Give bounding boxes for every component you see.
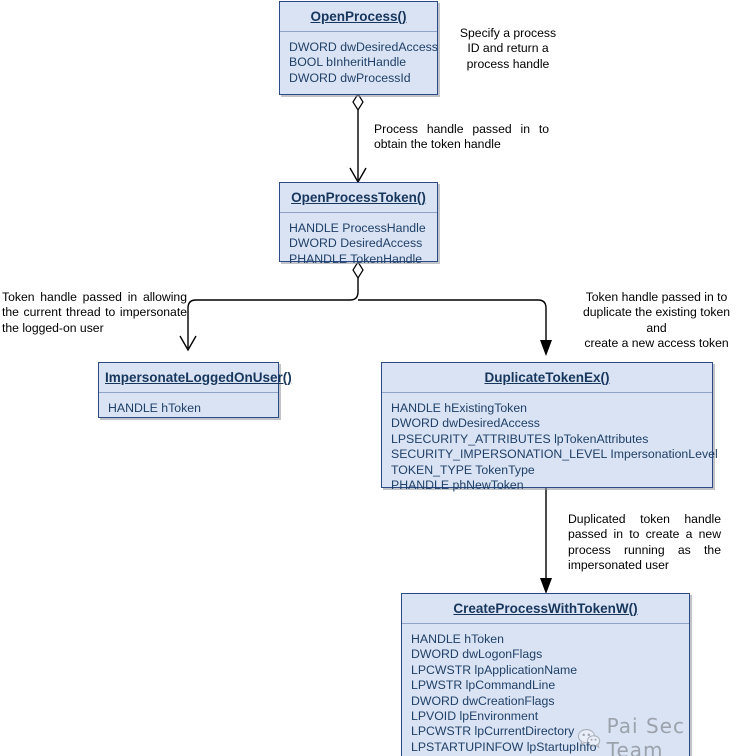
note-line: passed in to create a new bbox=[568, 527, 721, 542]
connector-duplicatetoken-to-createprocess bbox=[540, 488, 552, 594]
uml-title-impersonate-logged-on-user: ImpersonateLoggedOnUser() bbox=[105, 370, 292, 385]
uml-field: PHANDLE phNewToken bbox=[391, 478, 524, 493]
note-line: duplicate the existing token and bbox=[582, 305, 731, 335]
note-line: process handle bbox=[466, 56, 550, 71]
uml-field: LPSTARTUPINFOW lpStartupInfo bbox=[411, 739, 597, 754]
uml-field: HANDLE ProcessHandle bbox=[289, 221, 426, 235]
uml-field: DWORD dwDesiredAccess bbox=[289, 40, 438, 54]
uml-field: DWORD dwCreationFlags bbox=[411, 693, 555, 708]
note-create-process: Duplicated token handle passed in to cre… bbox=[568, 512, 721, 574]
uml-field: TOKEN_TYPE TokenType bbox=[391, 462, 535, 477]
uml-box-create-process-with-token-w[interactable]: CreateProcessWithTokenW() HANDLE hToken … bbox=[401, 593, 697, 756]
uml-field: LPVOID lpEnvironment bbox=[411, 709, 539, 724]
note-line: Token handle passed in to bbox=[585, 290, 728, 304]
uml-title-open-process: OpenProcess() bbox=[310, 9, 407, 24]
uml-title-duplicate-token-ex: DuplicateTokenEx() bbox=[484, 370, 610, 385]
uml-fields-open-process: DWORD dwDesiredAccess BOOL bInheritHandl… bbox=[280, 32, 438, 95]
note-line: ID and return a bbox=[467, 41, 549, 56]
uml-field: LPWSTR lpCommandLine bbox=[411, 678, 556, 693]
uml-field: LPCWSTR lpApplicationName bbox=[411, 662, 578, 677]
note-duplicate: Token handle passed in to duplicate the … bbox=[572, 290, 741, 352]
uml-field: SECURITY_IMPERSONATION_LEVEL Impersonati… bbox=[391, 447, 718, 462]
connector-openprocess-to-openprocesstoken bbox=[349, 92, 367, 184]
uml-fields-duplicate-token-ex: HANDLE hExistingToken DWORD dwDesiredAcc… bbox=[382, 393, 718, 502]
note-line: Specify a process bbox=[459, 26, 557, 40]
uml-box-impersonate-logged-on-user[interactable]: ImpersonateLoggedOnUser() HANDLE hToken bbox=[98, 362, 292, 418]
uml-fields-create-process-with-token-w: HANDLE hToken DWORD dwLogonFlags LPCWSTR… bbox=[402, 624, 697, 756]
note-line: Duplicated token handle bbox=[568, 512, 721, 526]
uml-field: DWORD DesiredAccess bbox=[289, 236, 423, 251]
uml-box-open-process-token[interactable]: OpenProcessToken() HANDLE ProcessHandle … bbox=[279, 182, 438, 266]
note-line: the logged-on user bbox=[2, 320, 104, 335]
note-line: Process handle passed in to bbox=[374, 122, 549, 136]
uml-box-open-process[interactable]: OpenProcess() DWORD dwDesiredAccess BOOL… bbox=[279, 1, 438, 95]
uml-title-open-process-token: OpenProcessToken() bbox=[291, 190, 426, 205]
uml-field: HANDLE hExistingToken bbox=[391, 401, 528, 415]
uml-divider bbox=[280, 31, 437, 32]
uml-field: PHANDLE TokenHandle bbox=[289, 251, 423, 266]
note-process-handle: Process handle passed in to obtain the t… bbox=[374, 122, 549, 153]
uml-divider bbox=[382, 392, 712, 393]
note-line: impersonated user bbox=[568, 558, 669, 573]
note-line: the current thread to impersonate bbox=[2, 305, 187, 320]
note-open-process: Specify a process ID and return a proces… bbox=[446, 26, 570, 72]
uml-field: DWORD dwProcessId bbox=[289, 70, 411, 85]
uml-divider bbox=[402, 623, 689, 624]
note-impersonate: Token handle passed in allowing the curr… bbox=[2, 290, 187, 336]
uml-field: DWORD dwDesiredAccess bbox=[391, 416, 540, 431]
uml-field: HANDLE hToken bbox=[108, 401, 201, 415]
uml-fields-open-process-token: HANDLE ProcessHandle DWORD DesiredAccess… bbox=[280, 213, 437, 276]
uml-title-create-process-with-token-w: CreateProcessWithTokenW() bbox=[453, 601, 638, 616]
note-line: obtain the token handle bbox=[374, 137, 501, 152]
uml-field: LPCWSTR lpCurrentDirectory bbox=[411, 724, 575, 739]
uml-field: HANDLE hToken bbox=[411, 632, 504, 646]
uml-box-duplicate-token-ex[interactable]: DuplicateTokenEx() HANDLE hExistingToken… bbox=[381, 362, 718, 492]
uml-divider bbox=[99, 392, 278, 393]
note-line: process running as the bbox=[568, 542, 721, 557]
uml-fields-impersonate-logged-on-user: HANDLE hToken bbox=[99, 393, 278, 425]
note-line: create a new access token bbox=[584, 336, 729, 351]
uml-field: DWORD dwLogonFlags bbox=[411, 647, 543, 662]
uml-field: BOOL bInheritHandle bbox=[289, 55, 407, 70]
note-line: Token handle passed in allowing bbox=[2, 290, 187, 304]
uml-divider bbox=[280, 212, 437, 213]
uml-field: LPSECURITY_ATTRIBUTES lpTokenAttributes bbox=[391, 431, 649, 446]
